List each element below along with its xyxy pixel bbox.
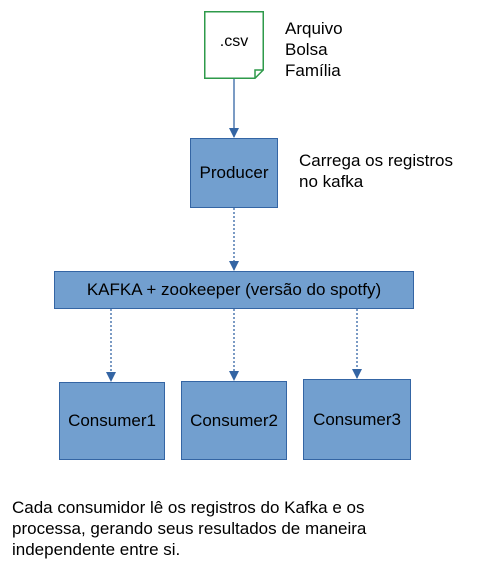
csv-file-icon [204,11,264,79]
consumer-node-3: Consumer3 [303,379,411,460]
footer-description: Cada consumidor lê os registros do Kafka… [12,498,367,559]
consumer-label: Consumer1 [68,411,156,430]
producer-label: Producer [199,163,269,182]
producer-description: Carrega os registros no kafka [299,151,454,191]
kafka-broker-label: KAFKA + zookeeper (versão do spotfy) [86,280,382,299]
file-description: Arquivo Bolsa Família [285,19,343,80]
csv-file-label: .csv [219,33,249,50]
producer-node: Producer [190,138,278,208]
consumer-node-2: Consumer2 [181,381,287,460]
kafka-broker-node: KAFKA + zookeeper (versão do spotfy) [54,271,414,309]
consumer-node-1: Consumer1 [59,382,165,460]
consumer-label: Consumer2 [190,410,278,430]
consumer-label: Consumer3 [313,409,401,429]
